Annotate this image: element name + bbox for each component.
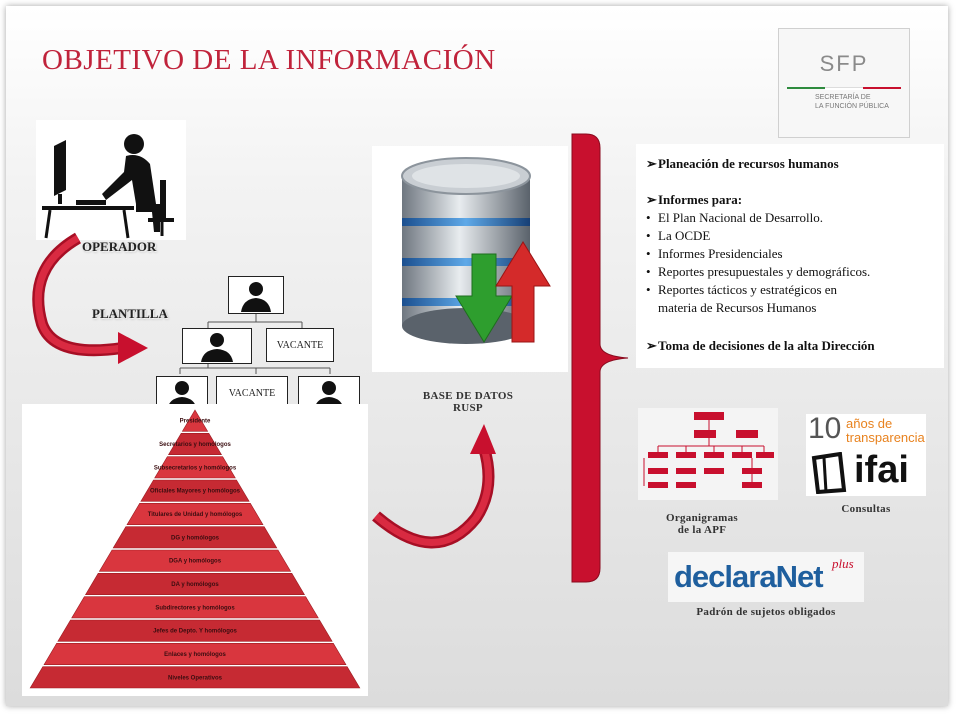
organigramas-image <box>638 408 778 500</box>
objective-item-1: ➢Planeación de recursos humanos <box>646 156 839 171</box>
pyramid-level <box>57 619 333 642</box>
pyramid-level <box>140 479 250 502</box>
list-item: •La OCDE <box>646 228 711 243</box>
arrow-bullet-icon: ➢ <box>646 192 657 207</box>
pyramid-level-label: Jefes de Depto. Y homólogos <box>153 629 237 635</box>
ifai-logo: 10 años de transparencia ifai <box>806 414 926 496</box>
operator-silhouette-icon <box>42 134 174 239</box>
bullet-icon: • <box>646 228 651 243</box>
declaranet-logo: declaraNet plus <box>668 552 864 602</box>
pyramid-level-label: Secretarios y homólogos <box>159 442 231 448</box>
pyramid-level-label: Presidente <box>180 419 211 425</box>
pyramid-level <box>98 549 292 572</box>
pyramid-level <box>71 596 319 619</box>
sfp-logo-subtitle: SECRETARÍA DE LA FUNCIÓN PÚBLICA <box>815 94 889 110</box>
ifai-number: 10 <box>808 412 842 445</box>
ifai-caption: Consultas <box>841 503 891 515</box>
bullet-icon: • <box>646 282 651 297</box>
org-caption-line1: Organigramas <box>665 512 739 524</box>
pyramid-level <box>29 666 361 689</box>
slide: OBJETIVO DE LA INFORMACIÓN SFP SECRETARÍ… <box>6 6 948 706</box>
bullet-icon: • <box>646 210 651 225</box>
declaranet-plus: plus <box>832 556 854 571</box>
sfp-logo: SFP SECRETARÍA DE LA FUNCIÓN PÚBLICA <box>778 28 910 138</box>
orgchart-node-vacant-1: VACANTE <box>266 328 334 362</box>
list-item: •Reportes presupuestales y demográficos. <box>646 264 871 279</box>
person-silhouette-icon <box>241 282 271 312</box>
curved-arrow-icon <box>32 232 148 364</box>
logo-stripe-red <box>863 87 901 89</box>
objectives-list: ➢Planeación de recursos humanos ➢Informe… <box>636 144 944 368</box>
plantilla-label: PLANTILLA <box>92 306 168 321</box>
pyramid-level-label: Niveles Operativos <box>168 675 223 681</box>
pyramid-level <box>167 433 223 455</box>
database-image <box>372 146 568 372</box>
db-caption-line1: BASE DE DATOS <box>422 390 514 402</box>
pyramid-level <box>126 503 264 525</box>
logo-stripe-green <box>787 87 825 89</box>
list-item: •Informes Presidenciales <box>646 246 783 261</box>
pyramid-level-label: Subdirectores y homólogos <box>155 605 235 611</box>
ifai-line1: años de <box>846 416 893 431</box>
pyramid-level <box>84 573 306 595</box>
pyramid-level <box>112 526 278 549</box>
pyramid-level <box>43 643 347 665</box>
list-item: •Reportes tácticos y estratégicos en <box>646 282 838 297</box>
pyramid-level-label: DG y homólogos <box>171 535 220 541</box>
bullet-icon: • <box>646 264 651 279</box>
pyramid-level <box>154 456 236 479</box>
database-icon <box>401 157 551 344</box>
objective-item-3: ➢Toma de decisiones de la alta Dirección <box>646 338 875 353</box>
orgchart-node-top <box>228 276 284 314</box>
pyramid-level-label: DA y homólogos <box>171 582 219 588</box>
curved-arrow-icon <box>372 424 496 549</box>
ifai-brand: ifai <box>854 449 909 491</box>
pyramid-level <box>181 409 209 432</box>
arrow-bullet-icon: ➢ <box>646 156 657 171</box>
pyramid-level-label: Subsecretarios y homólogos <box>154 465 237 471</box>
pyramid-level-label: Titulares de Unidad y homólogos <box>148 512 243 518</box>
list-item: •El Plan Nacional de Desarrollo. <box>646 210 823 225</box>
pyramid-level-label: Enlaces y homólogos <box>164 652 226 658</box>
arrow-bullet-icon: ➢ <box>646 338 657 353</box>
sfp-logo-abbr: SFP <box>819 51 869 76</box>
pyramid-level-label: DGA y homólogos <box>169 559 222 565</box>
page-title: OBJETIVO DE LA INFORMACIÓN <box>42 44 496 76</box>
db-caption: BASE DE DATOS RUSP <box>398 390 538 414</box>
objective-item-2: ➢Informes para: <box>646 192 743 207</box>
ifai-line2: transparencia <box>846 430 925 445</box>
plantilla-orgchart <box>179 312 331 374</box>
operator-label: OPERADOR <box>82 239 157 254</box>
operator-image <box>36 120 186 240</box>
person-silhouette-icon <box>201 333 233 362</box>
org-caption-line2: de la APF <box>677 524 727 536</box>
ifai-cube-icon <box>811 452 847 494</box>
bullet-icon: • <box>646 246 651 261</box>
db-caption-line2: RUSP <box>453 402 483 414</box>
pyramid-level-label: Oficiales Mayores y homólogos <box>150 489 241 495</box>
orgchart-node-left <box>182 328 252 364</box>
list-item-continuation: materia de Recursos Humanos <box>658 300 817 315</box>
org-caption: Organigramas de la APF <box>642 512 762 536</box>
red-bracket <box>571 133 629 583</box>
orgchart-icon <box>643 412 774 488</box>
logo-stripe-white <box>825 87 863 90</box>
declaranet-brand: declaraNet <box>674 559 824 594</box>
declaranet-caption: Padrón de sujetos obligados <box>696 606 836 618</box>
